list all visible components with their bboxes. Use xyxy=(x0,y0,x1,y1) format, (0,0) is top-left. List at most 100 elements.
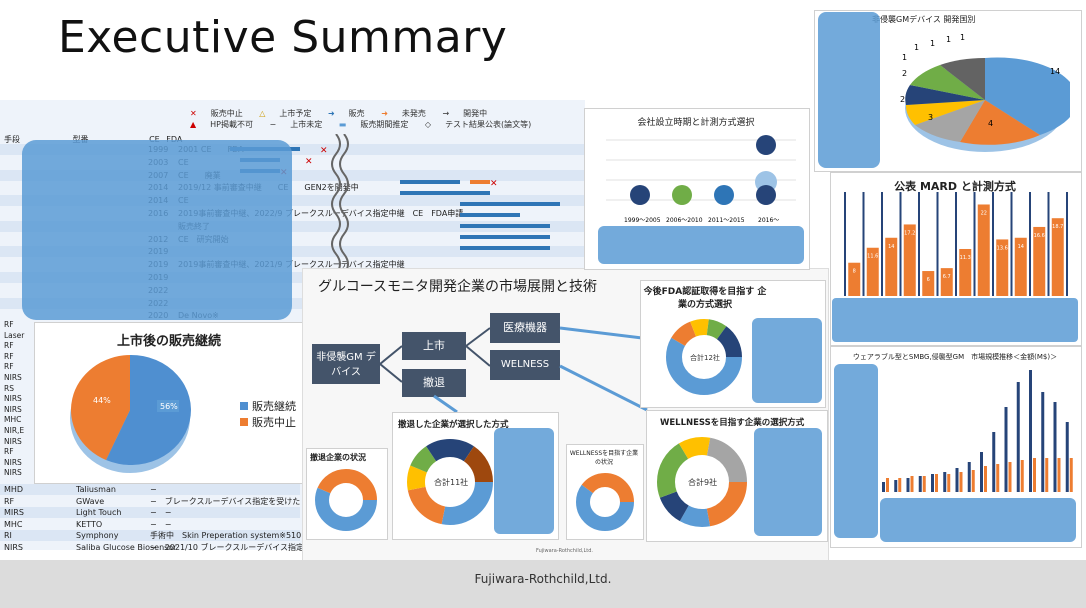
model-cell: Light Touch xyxy=(76,508,122,517)
method-cell: MHD xyxy=(4,485,24,494)
timeline-legend: ✕販売中止 △上市予定 ➜販売 ➜未発売 →開発中 ▲HP掲載不可 −上市未定 … xyxy=(190,108,545,130)
market-bar xyxy=(910,476,914,492)
mard-bar xyxy=(940,268,953,296)
country-pie-chart: 14 4 3 2 2 1 1 1 1 1 xyxy=(900,33,1070,152)
method-label: NIR,E xyxy=(4,425,25,435)
pie-data-label: 44% xyxy=(93,396,111,405)
header-cell: 手段 xyxy=(4,135,20,144)
market-bar xyxy=(947,474,951,492)
mard-bar xyxy=(903,224,916,296)
legend-label: 販売中止 xyxy=(252,416,296,429)
mard-data-label: 13.6 xyxy=(997,245,1008,251)
legend-item: 上市予定 xyxy=(279,109,312,118)
market-bar xyxy=(1004,407,1008,492)
bar-icon: ▬ xyxy=(338,120,347,129)
market-bar xyxy=(898,478,902,492)
arrow-icon: → xyxy=(442,109,450,118)
redaction-block xyxy=(834,364,878,538)
redaction-block xyxy=(494,428,554,534)
pie-slice-stop xyxy=(70,355,130,460)
arrow-icon: ➜ xyxy=(327,109,335,118)
fda-total: 合計12社 xyxy=(690,353,720,362)
pie-data-label: 14 xyxy=(1050,67,1060,76)
note-cell: − − xyxy=(150,508,172,517)
redaction-block xyxy=(818,12,880,168)
market-bar xyxy=(894,480,898,492)
legend-swatch xyxy=(240,418,248,426)
header-cell: 型番 xyxy=(73,135,89,144)
mard-data-label: 6 xyxy=(927,277,930,283)
withdraw-status-title: 撤退企業の状況 xyxy=(310,453,366,462)
mard-data-label: 14 xyxy=(888,244,894,250)
diamond-icon: ◇ xyxy=(424,120,432,129)
tick-label: 2011～2015 xyxy=(708,217,745,224)
warning-icon: △ xyxy=(259,109,266,118)
market-bar xyxy=(980,452,983,492)
mard-data-label: 17.2 xyxy=(904,230,915,236)
triangle-icon: ▲ xyxy=(190,120,197,129)
connector-lines xyxy=(379,326,648,414)
market-bar xyxy=(955,468,959,492)
launch-node: 上市 xyxy=(402,332,466,360)
slide-title: Executive Summary xyxy=(58,12,508,63)
mard-data-label: 11.3 xyxy=(960,255,971,261)
method-label: NIRS xyxy=(4,468,22,478)
mard-bar xyxy=(977,204,990,296)
market-bar xyxy=(1029,370,1032,492)
legend-item: 上市未定 xyxy=(290,120,323,129)
note-cell: 手術中 Skin Preperation system※510（K） xyxy=(150,531,323,540)
market-bar xyxy=(1065,422,1069,492)
market-bar xyxy=(1020,460,1024,492)
sales-pie-chart: 56% 44% xyxy=(70,354,191,473)
note-cell: − 2021/10 ブレークスルーデバイス指定中継× xyxy=(150,542,327,552)
redaction-block xyxy=(22,140,292,320)
pie-data-label: 1 xyxy=(946,35,951,44)
legend-item: 販売中止 xyxy=(210,109,243,118)
mard-bar xyxy=(1033,226,1046,296)
method-label: RF xyxy=(4,362,14,372)
root-node: 非侵襲GM デバイス xyxy=(312,344,380,384)
market-bar xyxy=(1053,402,1057,492)
model-cell: KETTO xyxy=(76,519,103,529)
bubble-chart-title: 会社設立時期と計測方式選択 xyxy=(637,118,755,128)
mard-data-label: 11.6 xyxy=(867,254,878,260)
legend-swatch xyxy=(240,402,248,410)
mard-bar xyxy=(959,248,972,296)
wellness-status-donut xyxy=(576,473,634,531)
pie-data-label: 56% xyxy=(160,402,178,411)
market-bar xyxy=(967,462,971,492)
svg-text:✕: ✕ xyxy=(305,157,313,167)
tick-label: 1999～2005 xyxy=(624,217,661,224)
mard-bar xyxy=(996,239,1009,296)
footer-bar xyxy=(0,560,1086,608)
legend-label: 販売継続 xyxy=(252,400,296,413)
mard-data-label: 22 xyxy=(981,210,987,216)
market-size-chart xyxy=(882,370,1073,492)
withdraw-methods-donut: 合計11社 xyxy=(407,439,493,525)
withdraw-total: 合計11社 xyxy=(434,477,468,487)
market-bar xyxy=(996,464,1000,492)
withdraw-status-donut xyxy=(315,469,377,531)
sales-pie-title: 上市後の販売継続 xyxy=(116,334,221,349)
arrow-icon: ➜ xyxy=(381,109,388,118)
mard-bar xyxy=(922,271,935,296)
method-label: NIRS xyxy=(4,436,22,446)
axis-break xyxy=(331,134,349,274)
method-label: NIRS xyxy=(4,457,22,467)
pie-data-label: 1 xyxy=(960,33,965,42)
stop-icon: ✕ xyxy=(190,109,197,118)
legend-item: 販売期間推定 xyxy=(360,120,409,129)
bubble-chart: 1999～2005 2006～2010 2011～2015 2016～ xyxy=(606,135,796,224)
market-size-title: ウェアラブル型とSMBG,侵襲型GM 市場規模推移＜金額(M$)＞ xyxy=(852,353,1058,361)
pie-slice-continue xyxy=(106,354,191,465)
market-diagram-title: グルコースモニタ開発企業の市場展開と技術 xyxy=(318,279,598,295)
legend-item: 未発売 xyxy=(401,109,426,118)
wellness-methods-donut: 合計9社 xyxy=(657,437,747,527)
model-cell: Taliusman xyxy=(76,485,116,494)
pie-data-label: 1 xyxy=(902,53,907,62)
note-cell: − − xyxy=(150,519,172,529)
